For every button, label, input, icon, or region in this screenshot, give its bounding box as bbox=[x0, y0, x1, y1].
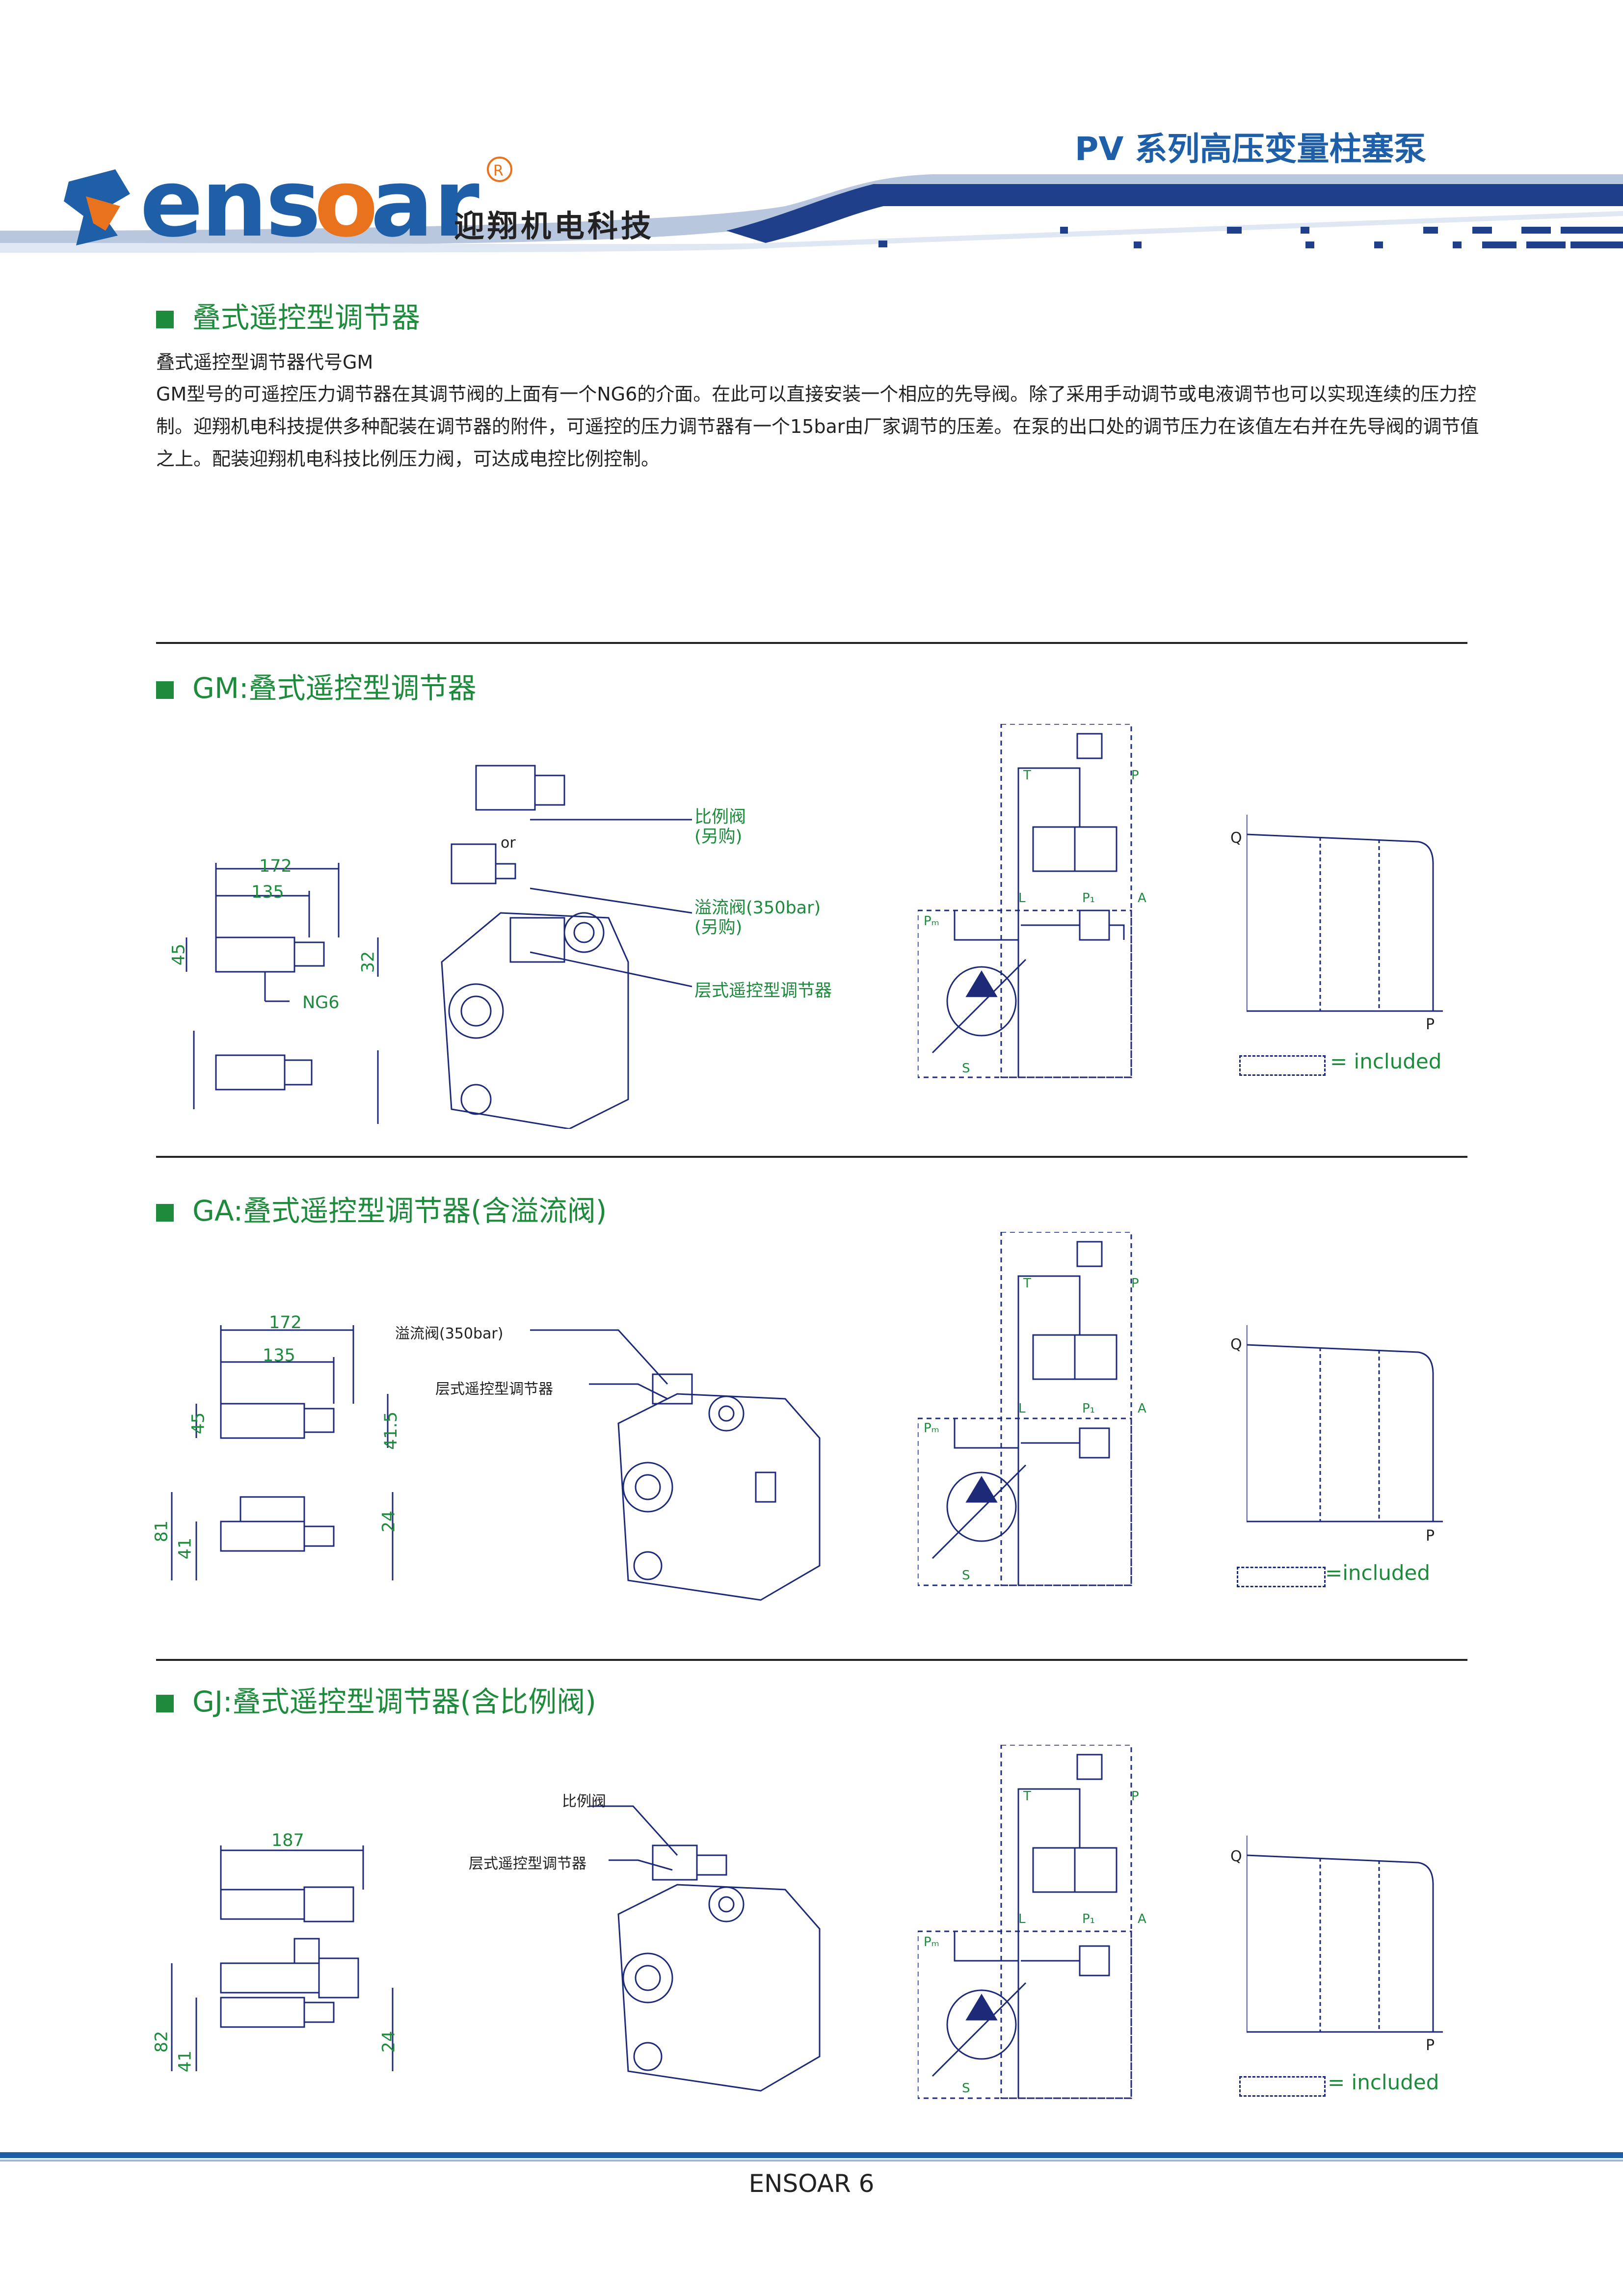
port-t: T bbox=[1023, 1276, 1031, 1291]
port-p1: P₁ bbox=[1082, 1401, 1095, 1416]
port-label: NG6 bbox=[302, 993, 340, 1013]
axis-p: P bbox=[1426, 1527, 1435, 1545]
port-l: L bbox=[1018, 1912, 1026, 1926]
intro-paragraph: GM型号的可遥控压力调节器在其调节阀的上面有一个NG6的介面。在此可以直接安装一… bbox=[156, 383, 1479, 470]
port-p: P bbox=[1131, 1276, 1139, 1291]
axis-q: Q bbox=[1230, 1848, 1242, 1865]
bullet-square-icon bbox=[156, 1204, 174, 1222]
dim-height: 45 bbox=[169, 943, 189, 966]
axis-q: Q bbox=[1230, 1336, 1242, 1353]
included-legend-box bbox=[1237, 1567, 1326, 1587]
port-pm: Pₘ bbox=[924, 1935, 939, 1949]
gm-callout-lines bbox=[530, 819, 692, 988]
callout-regulator: 层式遥控型调节器 bbox=[469, 1855, 586, 1872]
port-t: T bbox=[1023, 1789, 1031, 1804]
bullet-square-icon bbox=[156, 1695, 174, 1712]
ga-pump-illustration bbox=[617, 1373, 821, 1601]
callout-relief-valve: 溢流阀(350bar) bbox=[395, 1325, 504, 1342]
callout-regulator: 层式遥控型调节器 bbox=[435, 1381, 553, 1398]
gj-qp-curve bbox=[1247, 1836, 1443, 2033]
gj-dimension-drawing bbox=[171, 1845, 394, 2071]
section-heading-ga: GA:叠式遥控型调节器(含溢流阀) bbox=[156, 1188, 607, 1229]
callout-relief-valve: 溢流阀(350bar) (另购) bbox=[694, 898, 821, 937]
gm-qp-curve bbox=[1247, 815, 1443, 1012]
port-s: S bbox=[962, 2081, 970, 2096]
section-divider bbox=[156, 1659, 1467, 1661]
bullet-square-icon bbox=[156, 681, 174, 699]
gm-pump-illustration bbox=[441, 765, 629, 1129]
included-legend-label: =included bbox=[1325, 1561, 1431, 1585]
dim-offset: 24 bbox=[379, 2030, 399, 2053]
dim-inner-width: 135 bbox=[263, 1346, 295, 1365]
port-pm: Pₘ bbox=[924, 1421, 939, 1436]
dim-width: 172 bbox=[259, 856, 292, 876]
port-a: A bbox=[1138, 1912, 1146, 1926]
svg-text:ens: ens bbox=[140, 149, 319, 258]
callout-proportional-valve: 比例阀 bbox=[562, 1793, 606, 1810]
axis-p: P bbox=[1426, 2037, 1435, 2054]
callout-proportional-valve: 比例阀 (另购) bbox=[694, 807, 746, 847]
intro-code-line: 叠式遥控型调节器代号GM bbox=[156, 351, 373, 373]
ga-hydraulic-schematic bbox=[918, 1232, 1132, 1586]
callout-regulator: 层式遥控型调节器 bbox=[694, 981, 832, 1001]
gj-hydraulic-schematic bbox=[918, 1745, 1132, 2099]
dim-lower-height: 41 bbox=[175, 1537, 195, 1560]
section-heading-gm: GM:叠式遥控型调节器 bbox=[156, 665, 477, 706]
ga-callout-lines bbox=[530, 1329, 668, 1400]
intro-heading: 叠式遥控型调节器 bbox=[156, 294, 420, 336]
svg-text:ar: ar bbox=[371, 149, 479, 258]
port-a: A bbox=[1138, 1401, 1146, 1416]
dim-total-height: 81 bbox=[152, 1520, 172, 1543]
port-pm: Pₘ bbox=[924, 914, 939, 929]
dim-width: 187 bbox=[271, 1831, 304, 1850]
dim-inner-width: 135 bbox=[251, 882, 284, 902]
port-p1: P₁ bbox=[1082, 1912, 1095, 1926]
dim-offset: 24 bbox=[379, 1510, 399, 1533]
port-t: T bbox=[1023, 768, 1031, 783]
dim-lower-height: 41 bbox=[175, 2050, 195, 2073]
footer-rule bbox=[0, 2152, 1623, 2158]
included-legend-label: = included bbox=[1328, 2070, 1439, 2094]
included-legend-label: = included bbox=[1330, 1049, 1442, 1073]
port-s: S bbox=[962, 1568, 970, 1583]
footer-rule-light bbox=[0, 2160, 1623, 2162]
header-banner: ens o ar R bbox=[0, 149, 1623, 258]
svg-text:R: R bbox=[493, 162, 504, 180]
port-p1: P₁ bbox=[1082, 891, 1095, 906]
section-heading-gj: GJ:叠式遥控型调节器(含比例阀) bbox=[156, 1679, 596, 1720]
gj-pump-illustration bbox=[617, 1844, 821, 2092]
included-legend-box bbox=[1239, 2076, 1326, 2097]
included-legend-box bbox=[1239, 1055, 1326, 1076]
port-l: L bbox=[1018, 1401, 1026, 1416]
dim-height-2: 32 bbox=[358, 951, 378, 973]
dim-total-height: 82 bbox=[152, 2030, 172, 2053]
axis-p: P bbox=[1426, 1016, 1435, 1033]
port-p: P bbox=[1131, 768, 1139, 783]
bullet-square-icon bbox=[156, 311, 174, 328]
gm-dimension-drawing bbox=[186, 863, 379, 1124]
port-l: L bbox=[1018, 891, 1026, 906]
dim-width: 172 bbox=[269, 1313, 302, 1333]
brand-company-name: 迎翔机电科技 bbox=[454, 208, 655, 244]
dim-height-2: 41.5 bbox=[381, 1412, 401, 1450]
document-title: PV 系列高压变量柱塞泵 bbox=[1075, 130, 1427, 168]
page-footer: ENSOAR 6 bbox=[748, 2169, 875, 2198]
ga-dimension-drawing bbox=[171, 1325, 394, 1580]
svg-text:o: o bbox=[314, 149, 378, 258]
section-divider bbox=[156, 642, 1467, 644]
ga-qp-curve bbox=[1247, 1325, 1443, 1522]
dim-height: 45 bbox=[188, 1412, 209, 1435]
section-divider bbox=[156, 1156, 1467, 1158]
port-s: S bbox=[962, 1061, 970, 1076]
port-p: P bbox=[1131, 1789, 1139, 1804]
brand-logo-icon bbox=[64, 169, 130, 245]
port-a: A bbox=[1138, 891, 1146, 906]
gm-hydraulic-schematic bbox=[918, 724, 1132, 1078]
or-label: or bbox=[501, 834, 516, 852]
axis-q: Q bbox=[1230, 829, 1242, 847]
gj-callout-lines bbox=[589, 1805, 678, 1871]
